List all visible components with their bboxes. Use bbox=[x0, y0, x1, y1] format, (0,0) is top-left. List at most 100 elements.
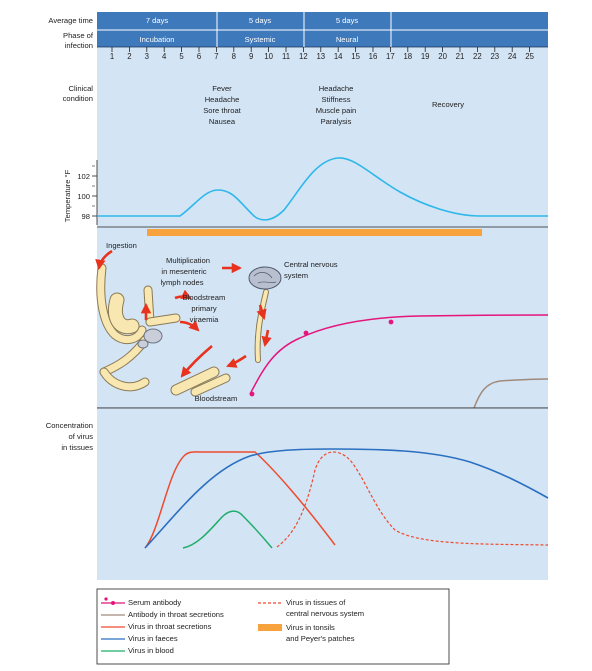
day-label: 6 bbox=[197, 52, 201, 61]
legend-label-faeces-virus: Virus in faeces bbox=[128, 634, 178, 643]
lymph-to-blood-arrow bbox=[174, 289, 192, 300]
primary-viraemia-arrow bbox=[179, 320, 200, 332]
day-label: 21 bbox=[456, 52, 465, 61]
serum-antibody-point bbox=[303, 330, 309, 336]
pathway-arrows bbox=[95, 249, 272, 378]
day-label: 1 bbox=[110, 52, 114, 61]
day-label: 23 bbox=[490, 52, 499, 61]
legend-label-cns-line1: Virus in tissues of bbox=[286, 598, 346, 607]
phase-neural: Neural bbox=[336, 35, 359, 44]
symptom-headache-neural: Headache bbox=[319, 84, 354, 93]
ingestion-label: Ingestion bbox=[106, 241, 137, 250]
blood-vessel-illustration bbox=[170, 366, 231, 397]
symptom-paralysis: Paralysis bbox=[321, 117, 352, 126]
concentration-label-line1: Concentration bbox=[46, 421, 93, 430]
secondary-viraemia-arrow bbox=[180, 345, 213, 378]
legend-label-throat-antibody: Antibody in throat secretions bbox=[128, 610, 224, 619]
throat-virus-curve bbox=[144, 451, 336, 549]
day-label: 15 bbox=[351, 52, 360, 61]
cns-arrow-1 bbox=[256, 304, 267, 320]
infection-label: infection bbox=[65, 41, 93, 50]
throat-antibody-curve bbox=[473, 378, 549, 409]
day-label: 10 bbox=[264, 52, 273, 61]
day-label: 5 bbox=[179, 52, 184, 61]
tonsils-virus-bar-overlay bbox=[147, 229, 482, 236]
average-time-band bbox=[97, 12, 548, 30]
phase-systemic: Systemic bbox=[245, 35, 276, 44]
legend-label-tonsils-line1: Virus in tonsils bbox=[286, 623, 335, 632]
temperature-axis-label: Temperature °F bbox=[63, 169, 72, 222]
symptom-headache-systemic: Headache bbox=[205, 95, 240, 104]
day-label: 11 bbox=[282, 52, 290, 61]
cns-label-line1: Central nervous bbox=[284, 260, 338, 269]
ingestion-arrow bbox=[95, 249, 113, 271]
symptom-nausea: Nausea bbox=[209, 117, 236, 126]
primary-viraemia-line2: primary bbox=[191, 304, 217, 313]
temperature-curve bbox=[97, 157, 548, 221]
day-label: 25 bbox=[525, 52, 534, 61]
day-label: 12 bbox=[299, 52, 308, 61]
secondary-viraemia-line1: Bloodstream bbox=[195, 394, 238, 403]
clinical-label-line1: Clinical bbox=[69, 84, 94, 93]
day-label: 20 bbox=[438, 52, 447, 61]
legend-label-tonsils-line2: and Peyer's patches bbox=[286, 634, 355, 643]
day-label: 17 bbox=[386, 52, 395, 61]
brain-spinal-cord-illustration bbox=[248, 266, 282, 363]
clinical-panel bbox=[97, 60, 548, 227]
symptom-fever: Fever bbox=[212, 84, 232, 93]
incubation-duration: 7 days bbox=[146, 16, 169, 25]
lymph-node-illustration bbox=[137, 328, 163, 349]
day-label: 22 bbox=[473, 52, 482, 61]
average-time-label: Average time bbox=[48, 16, 93, 25]
phase-band bbox=[97, 30, 548, 47]
multiplication-line2: in mesenteric bbox=[161, 267, 206, 276]
legend-label-cns-line2: central nervous system bbox=[286, 609, 364, 618]
day-label: 8 bbox=[232, 52, 236, 61]
cns-virus-curve bbox=[276, 451, 549, 548]
day-label: 16 bbox=[369, 52, 378, 61]
day-label: 14 bbox=[334, 52, 343, 61]
day-label: 9 bbox=[249, 52, 253, 61]
systemic-duration: 5 days bbox=[249, 16, 272, 25]
temp-tick-98: 98 bbox=[82, 212, 90, 221]
symptom-stiffness: Stiffness bbox=[322, 95, 351, 104]
temp-tick-102: 102 bbox=[77, 172, 90, 181]
concentration-label-line2: of virus bbox=[69, 432, 94, 441]
faeces-virus-curve bbox=[144, 448, 549, 549]
day-label: 18 bbox=[403, 52, 412, 61]
serum-antibody-point bbox=[249, 391, 255, 397]
day-label: 4 bbox=[162, 52, 167, 61]
temp-tick-100: 100 bbox=[77, 192, 90, 201]
day-label: 19 bbox=[421, 52, 430, 61]
serum-antibody-point bbox=[388, 319, 394, 325]
primary-viraemia-line3: viraemia bbox=[190, 315, 219, 324]
multiplication-line3: lymph nodes bbox=[160, 278, 203, 287]
legend-serum-antibody bbox=[101, 597, 125, 605]
blood-to-cns-arrow bbox=[226, 354, 247, 368]
cns-arrow-2 bbox=[261, 329, 272, 348]
day-label: 13 bbox=[316, 52, 325, 61]
primary-viraemia-line1: Bloodstream bbox=[183, 293, 226, 302]
legend-label-blood-virus: Virus in blood bbox=[128, 646, 174, 655]
serum-antibody-curve bbox=[249, 314, 549, 395]
day-scale-band bbox=[97, 47, 548, 60]
day-label: 7 bbox=[214, 52, 218, 61]
legend-label-serum-antibody: Serum antibody bbox=[128, 598, 181, 607]
multiplication-line1: Multiplication bbox=[166, 256, 210, 265]
phase-incubation: Incubation bbox=[139, 35, 174, 44]
clinical-label-line2: condition bbox=[63, 94, 93, 103]
day-label: 2 bbox=[127, 52, 131, 61]
day-label: 3 bbox=[145, 52, 149, 61]
symptom-sore-throat: Sore throat bbox=[203, 106, 241, 115]
day-label: 24 bbox=[508, 52, 517, 61]
legend-tonsils-swatch bbox=[258, 624, 282, 631]
neural-duration: 5 days bbox=[336, 16, 359, 25]
cns-label-line2: system bbox=[284, 271, 308, 280]
phase-label: Phase of bbox=[63, 31, 94, 40]
legend-label-throat-virus: Virus in throat secretions bbox=[128, 622, 212, 631]
blood-virus-curve bbox=[182, 510, 273, 549]
symptom-muscle-pain: Muscle pain bbox=[316, 106, 357, 115]
concentration-panel bbox=[97, 408, 548, 580]
